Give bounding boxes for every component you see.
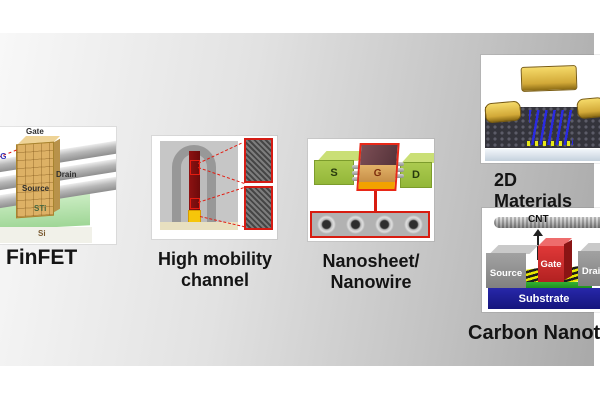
hmc-zoom-box	[190, 198, 200, 209]
finfet-drain-label: Drain	[56, 170, 77, 179]
finfet-source-label: Source	[22, 184, 50, 193]
2d-channel-atoms	[529, 110, 573, 145]
cnt-gate-block: Gate	[538, 246, 564, 282]
cnt-gate-side-face	[564, 239, 572, 281]
hmc-caption-line1: High mobility	[158, 249, 272, 269]
ns-nanowire-crosssection	[317, 215, 336, 234]
nanosheet-nanowire-caption: Nanosheet/ Nanowire	[306, 251, 436, 293]
ns-callout-line	[374, 191, 377, 212]
cnt-tube-label: CNT	[528, 214, 549, 225]
cnt-substrate: Substrate	[488, 288, 600, 309]
cnt-drain-block: Drain	[578, 251, 600, 286]
ns-drain-block: D	[400, 162, 432, 188]
2d-left-electrode	[484, 100, 522, 124]
finfet-gate-label: Gate	[26, 127, 44, 136]
ns-source-block: S	[314, 160, 354, 185]
ns-caption-line2: Nanowire	[330, 272, 412, 292]
ns-nanowire	[390, 162, 404, 166]
ns-gate-block: G	[356, 143, 400, 191]
hmc-channel-fin	[189, 151, 200, 211]
finfet-caption: FinFET	[6, 246, 78, 269]
finfet-hkmg-label: HKMG	[0, 152, 7, 161]
ns-nanowire	[390, 168, 404, 172]
hmc-lattice-panel	[244, 138, 273, 183]
carbon-nanotube-illustration: CNT Substrate Source Drain Gate	[482, 208, 600, 312]
finfet-si-label: Si	[38, 229, 46, 238]
nanosheet-nanowire-illustration: S D G	[308, 139, 434, 241]
2d-top-gate-electrode	[520, 65, 578, 92]
high-mobility-channel-caption: High mobility channel	[148, 249, 282, 291]
ns-gate-bottom-strip	[358, 181, 395, 189]
2d-right-electrode	[576, 96, 600, 120]
hmc-caption-line2: channel	[180, 270, 250, 290]
ns-caption-line1: Nanosheet/	[322, 251, 420, 271]
cnt-source-block: Source	[486, 253, 526, 288]
ns-nanowire-crosssection	[404, 215, 423, 234]
finfet-illustration: Gate HKMG Drain Source STi Si	[0, 127, 116, 244]
high-mobility-channel-illustration	[152, 136, 277, 239]
2d-atom-row	[527, 141, 575, 146]
carbon-nanotube-caption: Carbon Nanotube	[468, 322, 600, 344]
cnt-green-layer	[500, 282, 592, 289]
ns-tem-crosssection	[310, 211, 430, 238]
hmc-zoom-box	[190, 160, 200, 175]
ns-nanowire	[390, 174, 404, 178]
2d-substrate	[485, 148, 600, 161]
hmc-substrate-strip	[160, 222, 238, 230]
ns-gate-top-face	[360, 145, 398, 165]
ns-gate-front-face: G	[358, 164, 397, 182]
ns-nanowire-crosssection	[375, 215, 394, 234]
hmc-lattice-panel	[244, 186, 273, 230]
ns-nanowire-crosssection	[346, 215, 365, 234]
2d-materials-caption: 2D Materials	[494, 170, 573, 211]
cnt-nanotube	[494, 217, 600, 228]
finfet-sti-label: STi	[34, 204, 47, 213]
finfet-si-substrate	[0, 227, 92, 243]
cnt-arrow-icon	[533, 229, 543, 236]
2d-materials-illustration	[481, 55, 600, 163]
